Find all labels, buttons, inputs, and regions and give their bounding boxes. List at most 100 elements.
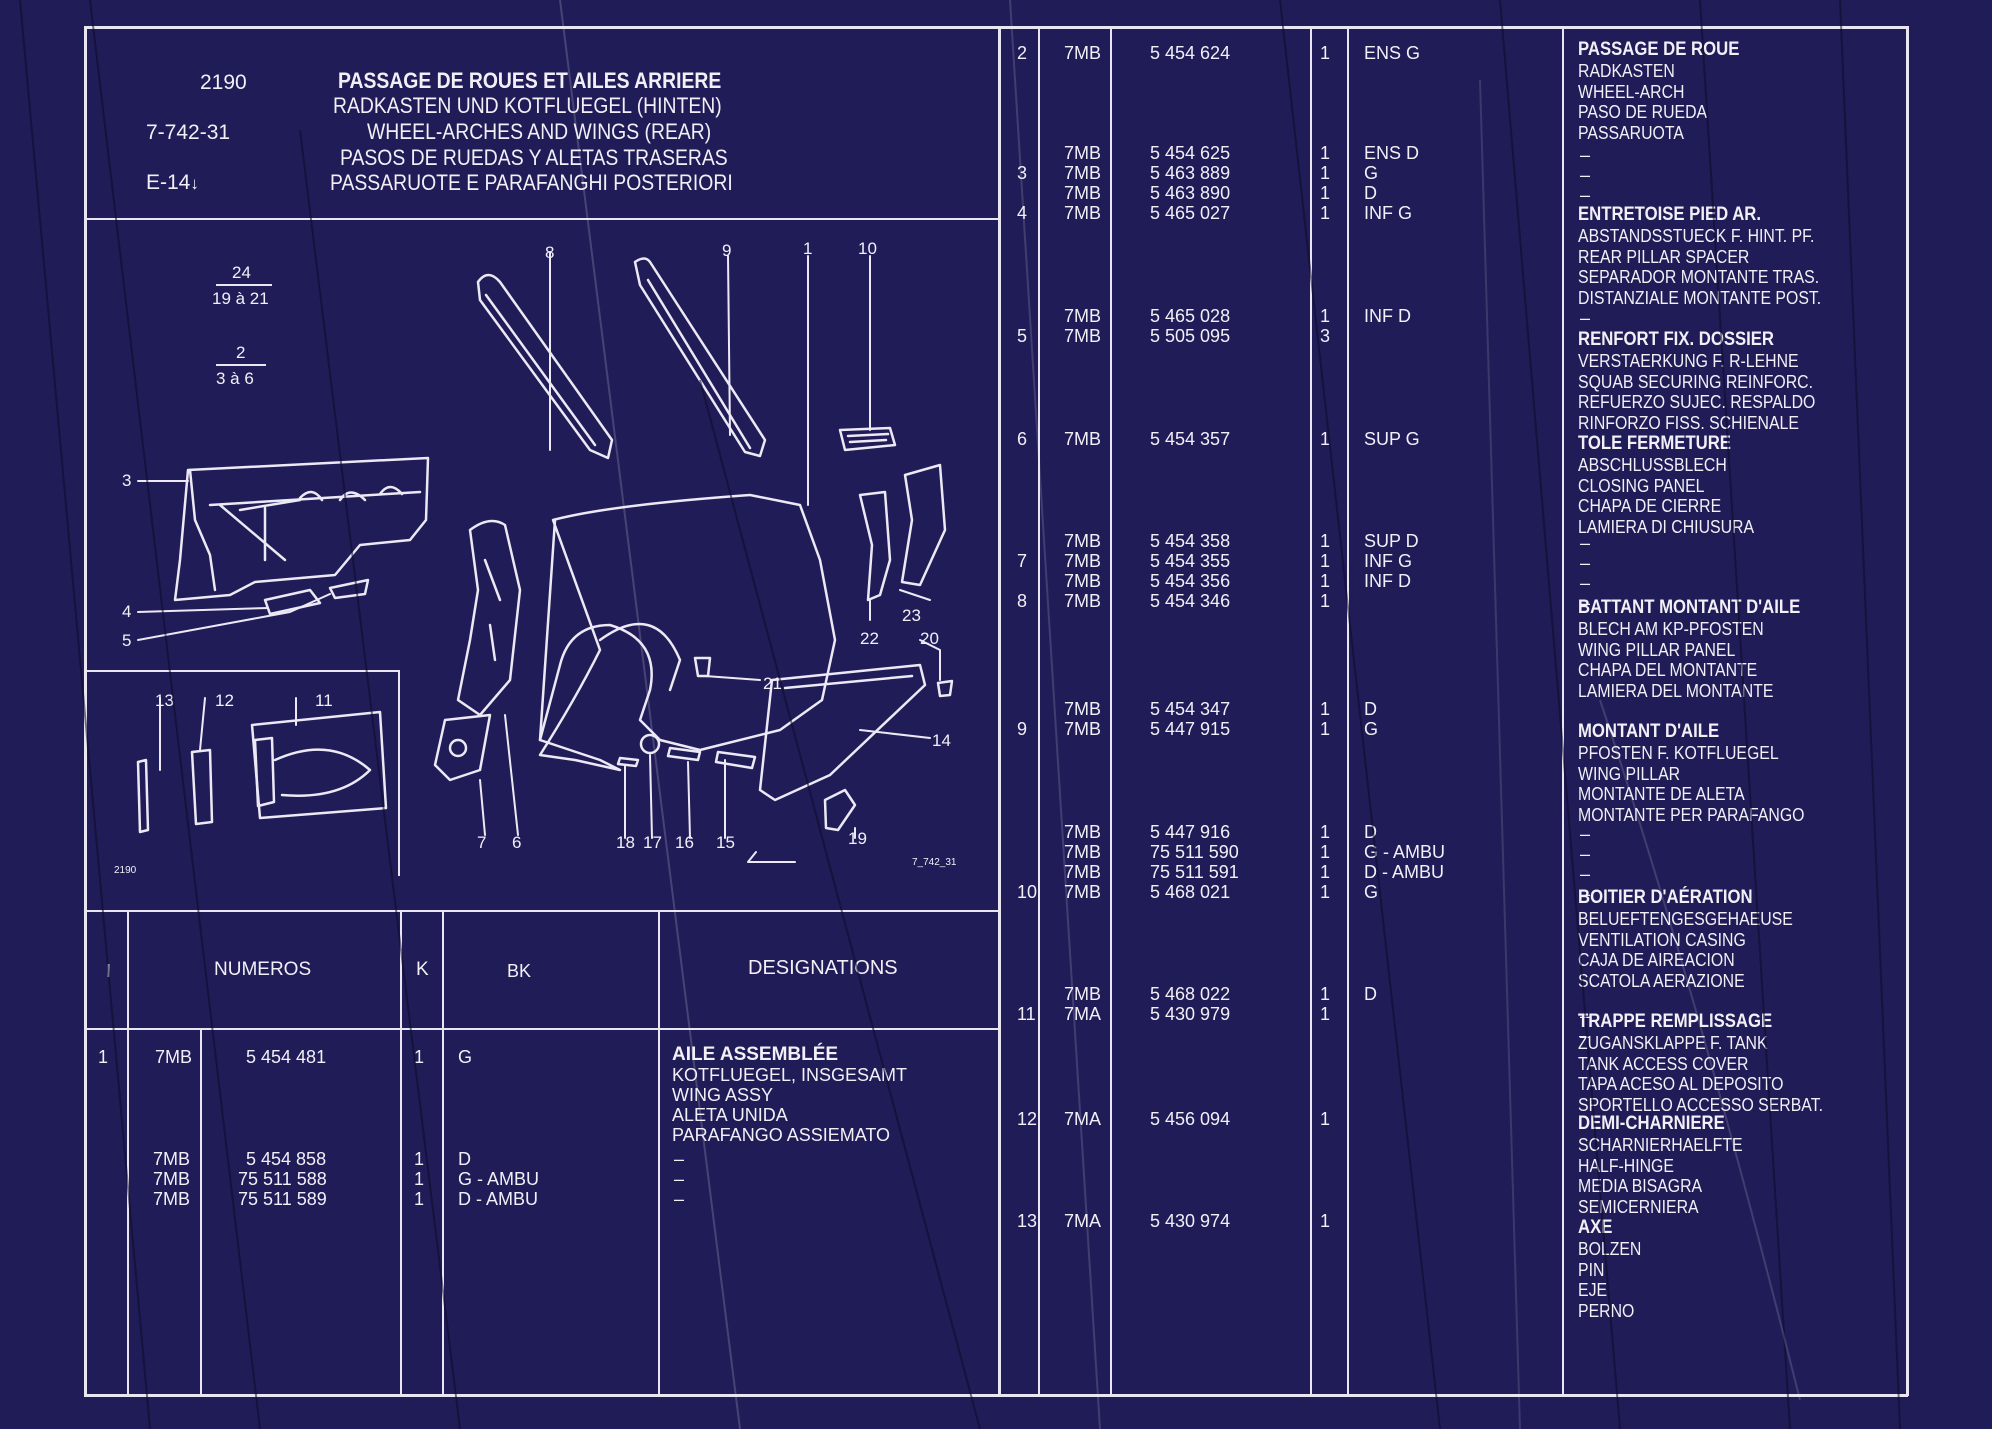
callout-12: 12 — [215, 691, 234, 710]
row-bk: G - AMBU — [1364, 842, 1446, 862]
part-13-pin-shape — [136, 758, 150, 834]
designation-line: VENTILATION CASING — [1578, 929, 1746, 950]
row-number: 5 454 358 — [1150, 531, 1231, 551]
row-k: 1 — [1320, 1211, 1331, 1231]
row-prefix: 7MB — [1064, 842, 1102, 862]
designation-line: REAR PILLAR SPACER — [1578, 246, 1750, 267]
row-prefix: 7MB — [1064, 429, 1102, 449]
row-index: 11 — [1017, 1004, 1036, 1024]
part-12-half-hinge-shape — [190, 748, 214, 826]
designation-dash: – — [1580, 573, 1591, 593]
row-prefix: 7MB — [1064, 43, 1102, 63]
designation-dash: – — [1580, 533, 1591, 553]
row-index: 5 — [1017, 326, 1028, 346]
row-index: 7 — [1017, 551, 1028, 571]
row-prefix: 7MB — [1064, 862, 1102, 882]
desc-head-wing-assy: AILE ASSEMBLÉE — [672, 1044, 839, 1065]
row-k: 1 — [1320, 699, 1331, 719]
row-k: 1 — [1320, 591, 1331, 611]
col-header-k: K — [416, 959, 429, 980]
row-k: 1 — [1320, 306, 1331, 326]
designation-line: ZUGANSKLAPPE F. TANK — [1578, 1033, 1768, 1053]
row-prefix: 7MB — [1064, 551, 1102, 571]
callout-10: 10 — [858, 239, 877, 258]
desc-line: WING ASSY — [672, 1085, 774, 1105]
callout-17: 17 — [643, 833, 662, 852]
row-prefix: 7MB — [155, 1047, 193, 1067]
row-k: 1 — [1320, 551, 1331, 571]
row-k: 1 — [1320, 571, 1331, 591]
row-number: 75 511 589 — [238, 1189, 327, 1209]
row-prefix: 7MB — [1064, 822, 1102, 842]
row-bk: G - AMBU — [458, 1169, 540, 1189]
row-number: 5 454 625 — [1150, 143, 1231, 163]
table-header-top — [84, 910, 998, 912]
row-k: 1 — [1320, 143, 1331, 163]
callout-22: 22 — [860, 629, 879, 648]
row-prefix: 7MB — [153, 1189, 191, 1209]
row-number: 5 454 346 — [1150, 591, 1231, 611]
designation-heading: BOITIER D'AÉRATION — [1578, 887, 1753, 908]
row-bk: G — [1364, 719, 1379, 739]
row-number: 75 511 591 — [1150, 862, 1239, 882]
callout-1: 1 — [803, 239, 813, 258]
row-bk: D - AMBU — [458, 1189, 539, 1209]
row-bk: ENS G — [1364, 43, 1421, 63]
row-k: 1 — [1320, 984, 1331, 1004]
designation-heading: AXE — [1578, 1217, 1613, 1238]
row-number: 5 465 028 — [1150, 306, 1231, 326]
row-bk: G — [1364, 882, 1379, 902]
designation-line: WING PILLAR — [1578, 763, 1681, 784]
row-bk: G — [458, 1047, 473, 1067]
designation-line: BELUEFTENGESGEHAEUSE — [1578, 909, 1793, 929]
drawing-reference: 7_742_31 — [912, 857, 957, 868]
designation-line: SEMICERNIERA — [1578, 1196, 1699, 1217]
callout-18: 18 — [616, 833, 635, 852]
designation-line: TAPA ACESO AL DEPOSITO — [1578, 1074, 1784, 1094]
row-prefix: 7MB — [153, 1169, 191, 1189]
callout-19: 19 — [848, 829, 867, 848]
designation-dash: – — [1580, 884, 1591, 904]
designation-dash: – — [1580, 308, 1591, 328]
row-index: 4 — [1017, 203, 1028, 223]
designation-line: VERSTAERKUNG F. R-LEHNE — [1578, 351, 1799, 371]
designation-dash: – — [1580, 145, 1591, 165]
exploded-view-drawing — [136, 251, 954, 863]
row-prefix: 7MA — [1064, 1004, 1102, 1024]
row-number: 5 454 858 — [246, 1149, 327, 1169]
designation-dash: – — [1580, 185, 1591, 205]
row-k: 3 — [1320, 326, 1331, 346]
designation-dash: – — [1580, 1026, 1591, 1046]
designation-line: SQUAB SECURING REINFORC. — [1578, 371, 1813, 392]
title-divider — [84, 218, 998, 220]
row-number: 5 463 890 — [1150, 183, 1231, 203]
part-5-reinforcement-shape — [328, 578, 370, 600]
row-prefix: 7MB — [1064, 591, 1102, 611]
designation-line: ABSTANDSSTUECK F. HINT. PF. — [1578, 226, 1815, 246]
title-de: RADKASTEN UND KOTFLUEGEL (HINTEN) — [333, 93, 722, 118]
row-k: 1 — [1320, 531, 1331, 551]
designation-dash: – — [1580, 1006, 1591, 1026]
part-14-trim-shape — [758, 663, 927, 802]
designation-line: MEDIA BISAGRA — [1578, 1176, 1703, 1196]
designation-line: DISTANZIALE MONTANTE POST. — [1578, 287, 1822, 308]
left-col-pre — [200, 1028, 202, 1396]
row-bk: D — [1364, 984, 1377, 1004]
callout-14: 14 — [932, 731, 951, 750]
designation-line: BLECH AM KP-PFOSTEN — [1578, 619, 1764, 639]
col-header-designations: DESIGNATIONS — [748, 957, 898, 979]
designation-line: RADKASTEN — [1578, 61, 1675, 81]
row-prefix: 7MB — [153, 1149, 191, 1169]
row-prefix: 7MB — [1064, 326, 1102, 346]
desc-dash: – — [674, 1189, 685, 1209]
row-bk: INF D — [1364, 306, 1411, 326]
row-number: 5 454 357 — [1150, 429, 1231, 449]
row-prefix: 7MB — [1064, 183, 1102, 203]
designation-line: SCATOLA AERAZIONE — [1578, 970, 1745, 991]
row-bk: D — [1364, 822, 1377, 842]
part-3-wheel-arch-shape — [173, 456, 430, 602]
row-number: 5 454 481 — [246, 1047, 327, 1067]
row-bk: INF G — [1364, 203, 1412, 223]
row-number: 75 511 588 — [238, 1169, 327, 1189]
row-number: 5 454 355 — [1150, 551, 1231, 571]
